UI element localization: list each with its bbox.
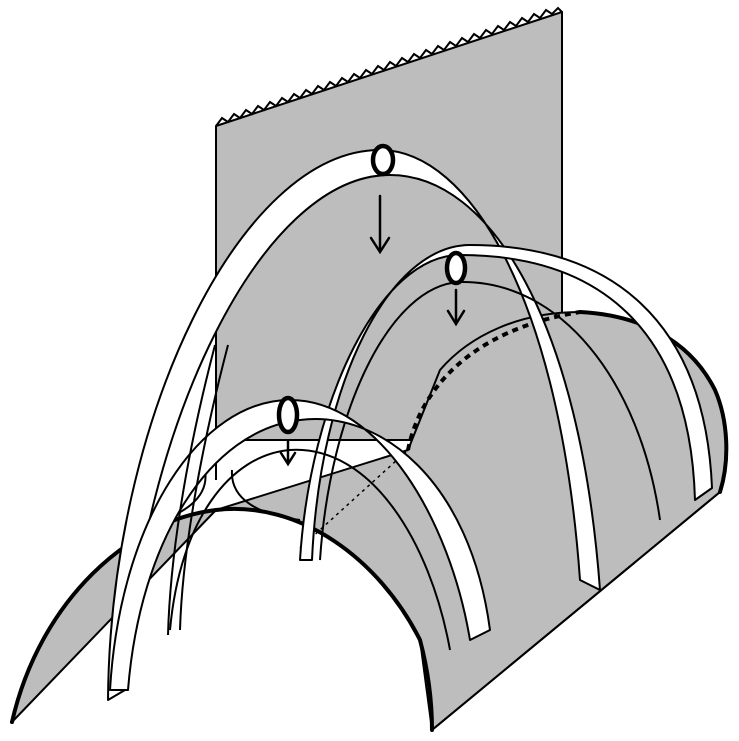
ridge-hidden [299,449,409,549]
arch-band-small [109,399,491,691]
ring-marker-icon-middle [444,250,468,286]
left-strand-2 [179,344,229,631]
down-arrow-icon-top [369,194,391,255]
half-cylinder [10,310,729,732]
arch-band-large [107,149,601,701]
back-arch-hidden [406,310,581,451]
cylinder-bottom-edge [431,491,721,731]
plane-serrated-edge [215,6,563,127]
arch-small-inner-line [169,448,451,651]
down-arrow-icon-middle [446,288,466,327]
ring-marker-icon-top [370,143,396,177]
ring-marker-icon-small [276,395,300,435]
left-strand [167,344,216,636]
down-arrow-icon-small [279,439,297,467]
back-arch-edge [578,310,729,494]
